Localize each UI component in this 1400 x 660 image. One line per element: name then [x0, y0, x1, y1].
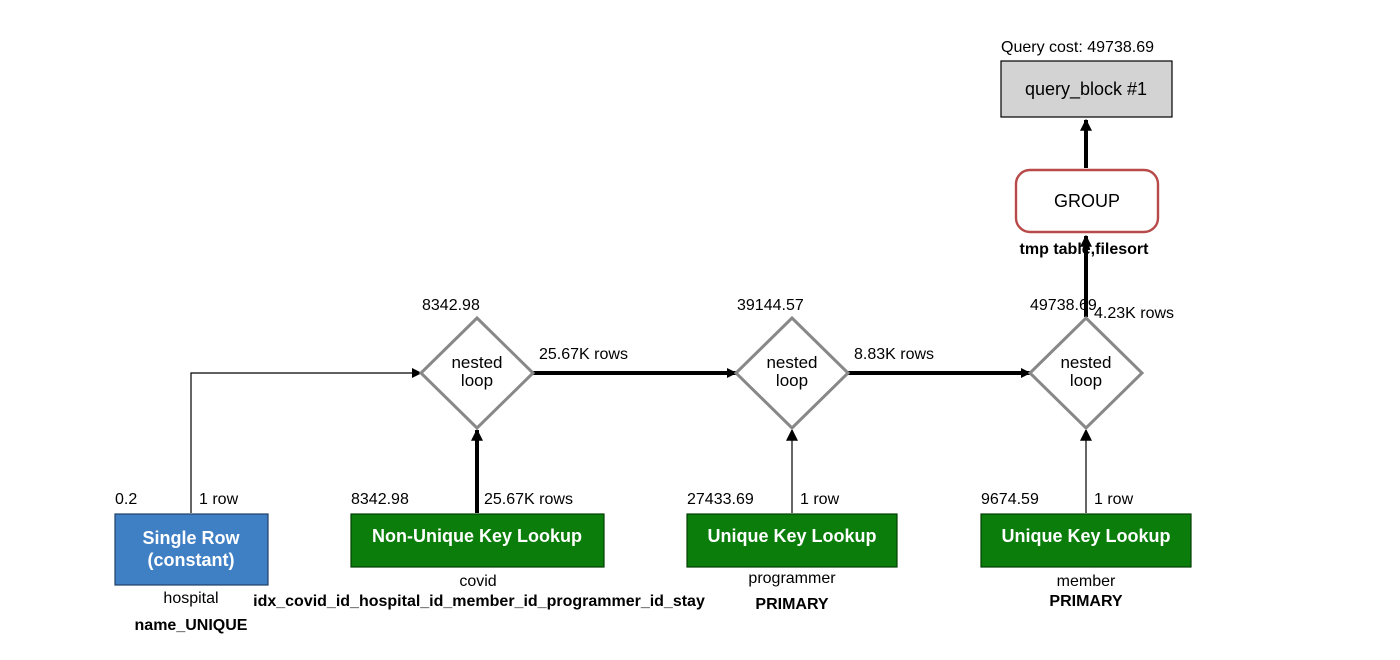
- table-programmer-key: PRIMARY: [755, 596, 829, 613]
- table-covid-box: [350, 513, 605, 568]
- query-block-box: [1000, 60, 1173, 118]
- query-block-label: query_block #1: [1025, 79, 1147, 100]
- table-hospital-box: [114, 513, 269, 586]
- table-hospital-key: name_UNIQUE: [135, 617, 248, 634]
- nested-loop-3-cost: 49738.69: [1030, 297, 1097, 314]
- edge-label-nested-loop-1-rows: 25.67K rows: [539, 346, 628, 363]
- table-programmer-box: [686, 513, 898, 568]
- nested-loop-2-line2: loop: [776, 371, 808, 390]
- nested-loop-1-cost: 8342.98: [422, 297, 480, 314]
- table-hospital-name: hospital: [163, 590, 218, 607]
- group-node[interactable]: GROUP tmp table,filesort: [1014, 168, 1160, 258]
- table-covid-key: idx_covid_id_hospital_id_member_id_progr…: [253, 593, 705, 610]
- edge-hospital-to-nested-loop-1: [190, 368, 422, 513]
- table-node-hospital[interactable]: 0.2 Single Row (constant) hospital name_…: [114, 491, 269, 634]
- table-programmer-name: programmer: [748, 570, 836, 587]
- table-member-key: PRIMARY: [1049, 593, 1123, 610]
- group-note: tmp table,filesort: [1020, 241, 1150, 258]
- table-node-covid[interactable]: 8342.98 Non-Unique Key Lookup covid idx_…: [253, 491, 705, 610]
- table-hospital-access-line2: (constant): [148, 550, 235, 570]
- edges: [190, 118, 1092, 513]
- edge-label-nested-loop-2-rows: 8.83K rows: [854, 346, 934, 363]
- table-member-name: member: [1057, 573, 1116, 590]
- group-label: GROUP: [1054, 191, 1120, 211]
- edge-label-programmer-rows: 1 row: [800, 491, 840, 508]
- nested-loop-1[interactable]: 8342.98 nested loop: [418, 297, 536, 431]
- edge-label-hospital-rows: 1 row: [199, 491, 239, 508]
- table-programmer-cost: 27433.69: [687, 491, 754, 508]
- table-programmer-access-line1: Unique Key Lookup: [707, 526, 876, 546]
- nested-loop-2-diamond: [733, 315, 851, 431]
- table-hospital-cost: 0.2: [115, 491, 137, 508]
- table-member-access-line1: Unique Key Lookup: [1001, 526, 1170, 546]
- table-member-box: [980, 513, 1192, 568]
- nested-loop-1-diamond: [418, 315, 536, 431]
- nested-loop-3-line2: loop: [1070, 371, 1102, 390]
- query-block-node[interactable]: Query cost: 49738.69 query_block #1: [1000, 39, 1173, 118]
- group-box: [1014, 168, 1160, 234]
- table-member-cost: 9674.59: [981, 491, 1039, 508]
- nested-loop-2-line1: nested: [766, 353, 817, 372]
- table-covid-cost: 8342.98: [351, 491, 409, 508]
- table-hospital-access-line1: Single Row: [142, 528, 240, 548]
- table-covid-access-line1: Non-Unique Key Lookup: [372, 526, 582, 546]
- query-cost-label: Query cost: 49738.69: [1001, 39, 1154, 56]
- nested-loop-3-diamond: [1027, 315, 1145, 431]
- nested-loop-1-line1: nested: [451, 353, 502, 372]
- nested-loop-2-cost: 39144.57: [737, 297, 804, 314]
- nested-loop-1-line2: loop: [461, 371, 493, 390]
- edge-label-nested-loop-3-rows: 4.23K rows: [1094, 305, 1174, 322]
- table-node-member[interactable]: 9674.59 Unique Key Lookup member PRIMARY: [980, 491, 1192, 610]
- table-node-programmer[interactable]: 27433.69 Unique Key Lookup programmer PR…: [686, 491, 898, 613]
- nested-loop-2[interactable]: 39144.57 nested loop: [733, 297, 851, 431]
- nested-loop-3-line1: nested: [1060, 353, 1111, 372]
- edge-label-member-rows: 1 row: [1094, 491, 1134, 508]
- table-covid-name: covid: [459, 573, 496, 590]
- edge-label-covid-rows: 25.67K rows: [484, 491, 573, 508]
- nested-loop-3[interactable]: 49738.69 nested loop: [1027, 297, 1145, 431]
